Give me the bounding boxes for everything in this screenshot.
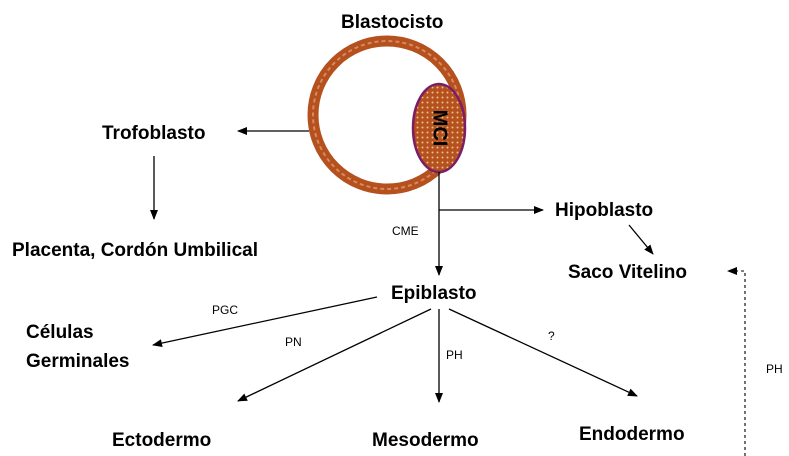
- node-trofoblasto: Trofoblasto: [102, 123, 205, 144]
- node-epiblasto: Epiblasto: [391, 283, 477, 304]
- edge-label-pn: PN: [285, 335, 302, 349]
- node-ectodermo: Ectodermo: [112, 430, 211, 451]
- edge-label-cme: CME: [392, 224, 419, 238]
- mci-label: MCI: [429, 110, 451, 147]
- node-hipoblasto: Hipoblasto: [555, 200, 653, 221]
- node-saco-vitelino: Saco Vitelino: [568, 262, 687, 283]
- edge-label-pgc: PGC: [212, 303, 238, 317]
- inner-cell-mass: MCI: [413, 84, 465, 172]
- edge-label-ph: PH: [446, 348, 463, 362]
- edge-label-ph-side: PH: [766, 362, 783, 376]
- edge-label-question: ?: [548, 329, 555, 343]
- node-blastocisto: Blastocisto: [341, 12, 443, 33]
- arrow-dashed-ph-saco: [728, 271, 745, 456]
- node-endodermo: Endodermo: [579, 424, 685, 445]
- node-placenta: Placenta, Cordón Umbilical: [12, 240, 258, 261]
- node-celulas-line2: Germinales: [26, 351, 130, 372]
- node-mesodermo: Mesodermo: [372, 430, 479, 451]
- arrow-epiblasto-ectodermo: [238, 309, 431, 401]
- node-celulas-line1: Células: [26, 322, 94, 343]
- arrow-epiblasto-endodermo: [449, 309, 637, 396]
- arrow-hipoblasto-saco: [629, 225, 653, 254]
- arrow-epiblasto-celulas: [153, 297, 377, 345]
